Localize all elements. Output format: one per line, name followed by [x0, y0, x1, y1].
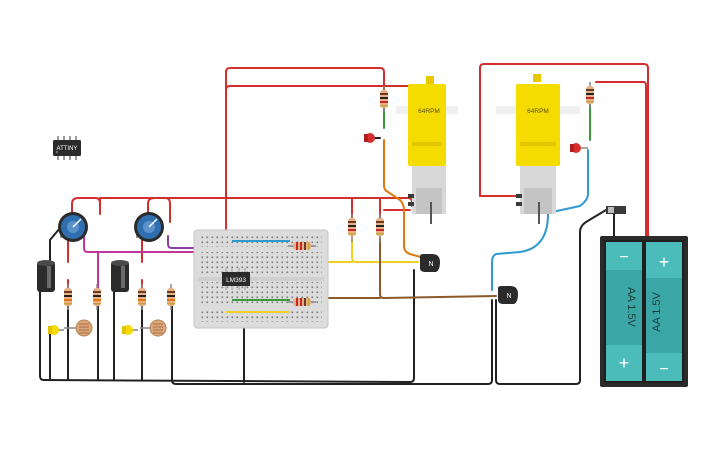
motor-left-label: 64RPM: [418, 108, 440, 115]
wire-black-led-left[interactable]: [49, 305, 99, 381]
resistor-left-a[interactable]: [64, 284, 72, 310]
transistor-right-label: N: [506, 293, 511, 300]
wire-red-pots-link[interactable]: [99, 197, 413, 207]
potentiometer-left[interactable]: [58, 212, 88, 242]
resistor-signal-a[interactable]: [348, 214, 356, 242]
wire-black-battery[interactable]: [495, 209, 607, 385]
resistor-right-b[interactable]: [167, 284, 175, 310]
transistor-left-label: N: [428, 261, 433, 268]
wire-blue-motor-right[interactable]: [491, 213, 549, 291]
wire-black-bottom-long[interactable]: [171, 299, 493, 385]
led-red-left[interactable]: [364, 133, 375, 143]
wire-magenta-pot-left[interactable]: [83, 229, 99, 291]
wire-brown-signal[interactable]: [379, 237, 497, 299]
slide-switch[interactable]: [606, 206, 626, 214]
breadboard-holes-mid-a: [200, 252, 322, 276]
battery-right-bottom-sign: −: [659, 361, 668, 378]
battery-right-label: AA 1.5V: [651, 291, 663, 331]
wire-red-pot-left[interactable]: [71, 197, 101, 215]
resistor-motor-left-top[interactable]: [380, 86, 388, 112]
battery-left-bottom-sign: +: [619, 353, 630, 373]
photoresistor-left[interactable]: [64, 319, 93, 337]
wire-red-right-inner[interactable]: [595, 81, 647, 239]
led-yellow-right[interactable]: [122, 325, 138, 335]
comparator-chip[interactable]: LM393: [222, 268, 250, 290]
wire-red-top-loop[interactable]: [225, 67, 385, 233]
transistor-right[interactable]: N: [498, 286, 518, 304]
resistor-right-a[interactable]: [138, 284, 146, 310]
battery-cell-right: + − AA 1.5V: [646, 242, 682, 381]
led-red-right[interactable]: [570, 143, 588, 153]
wire-black-led-right[interactable]: [113, 289, 173, 381]
wire-red-rail-up[interactable]: [351, 197, 381, 221]
resistor-left-b[interactable]: [93, 284, 101, 310]
wire-black-bottom-main[interactable]: [39, 269, 415, 383]
motor-right[interactable]: 64RPM: [496, 74, 580, 224]
wire-yellow-signal[interactable]: [351, 237, 419, 263]
led-yellow-left[interactable]: [48, 325, 64, 335]
wire-red-top-inner[interactable]: [225, 85, 411, 91]
resistor-bb-bottom[interactable]: [288, 298, 316, 306]
wire-black-pot[interactable]: [49, 227, 61, 263]
wire-red-right-loop[interactable]: [479, 63, 649, 239]
comparator-label: LM393: [226, 277, 246, 284]
photoresistor-right[interactable]: [140, 319, 167, 337]
battery-left-top-sign: −: [619, 249, 628, 266]
potentiometer-right[interactable]: [134, 212, 164, 242]
resistor-signal-b[interactable]: [376, 214, 384, 242]
motor-right-label: 64RPM: [527, 108, 549, 115]
resistor-motor-right-top[interactable]: [586, 82, 594, 108]
transistor-left[interactable]: N: [420, 254, 440, 272]
battery-right-top-sign: +: [659, 252, 670, 272]
capacitor-left[interactable]: [37, 260, 55, 292]
battery-cell-left: − + AA 1.5V: [606, 242, 642, 381]
motor-left[interactable]: 64RPM: [396, 76, 458, 224]
capacitor-right[interactable]: [111, 260, 129, 292]
wire-blue-led-right[interactable]: [551, 149, 589, 213]
battery-pack[interactable]: − + AA 1.5V + − AA 1.5V: [600, 236, 688, 387]
wire-orange-motor[interactable]: [383, 139, 425, 259]
breadboard-center-channel: [198, 277, 324, 281]
resistor-bb-top[interactable]: [288, 242, 316, 250]
microcontroller-label: ATTINY: [57, 146, 78, 152]
microcontroller-chip[interactable]: ATTINY: [53, 136, 81, 160]
battery-left-label: AA 1.5V: [625, 287, 637, 327]
